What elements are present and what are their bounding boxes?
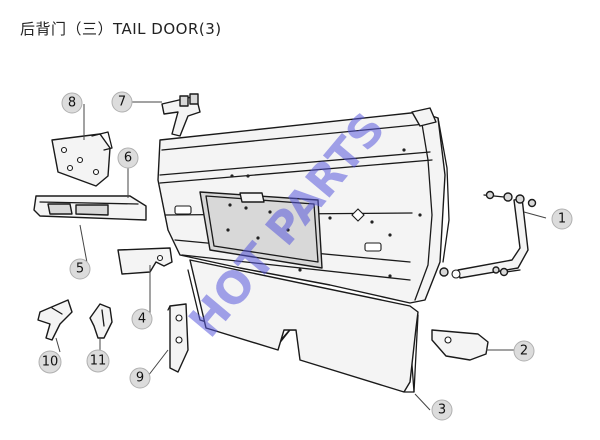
callout-7: 7 (111, 91, 133, 113)
callout-8: 8 (61, 92, 83, 114)
part-7-hinge (161, 93, 201, 137)
callout-label: 3 (438, 403, 446, 418)
callout-5: 5 (69, 258, 91, 280)
callout-9: 9 (129, 367, 151, 389)
callout-10: 10 (38, 350, 62, 374)
callout-1: 1 (551, 208, 573, 230)
callout-label: 1 (558, 212, 566, 227)
part-5-trim-plate (117, 247, 173, 275)
callout-label: 5 (76, 262, 84, 277)
part-1-support-strut (439, 190, 537, 279)
callout-label: 9 (136, 371, 144, 386)
callout-label: 7 (118, 95, 126, 110)
callout-6: 6 (117, 147, 139, 169)
part-4-lower-trim-panel (189, 259, 419, 393)
callout-11: 11 (86, 349, 110, 373)
page-title: 后背门（三）TAIL DOOR(3) (20, 20, 222, 38)
callout-4: 4 (131, 308, 153, 330)
callout-label: 8 (68, 96, 76, 111)
callout-label: 11 (90, 354, 107, 369)
callout-label: 2 (520, 344, 528, 359)
part-8-bracket-plate (51, 131, 113, 187)
part-6-trim-strip (33, 195, 147, 221)
part-11-clip (89, 303, 113, 339)
callout-label: 4 (138, 312, 146, 327)
callout-label: 10 (42, 355, 59, 370)
callout-2: 2 (513, 340, 535, 362)
part-10-clip (37, 299, 73, 341)
callout-label: 6 (124, 151, 132, 166)
part-9-small-bracket (167, 303, 189, 373)
callout-3: 3 (431, 399, 453, 421)
part-2-trim-tab (431, 329, 489, 361)
tail-door-panel (157, 107, 450, 304)
leader-lines (55, 101, 547, 411)
